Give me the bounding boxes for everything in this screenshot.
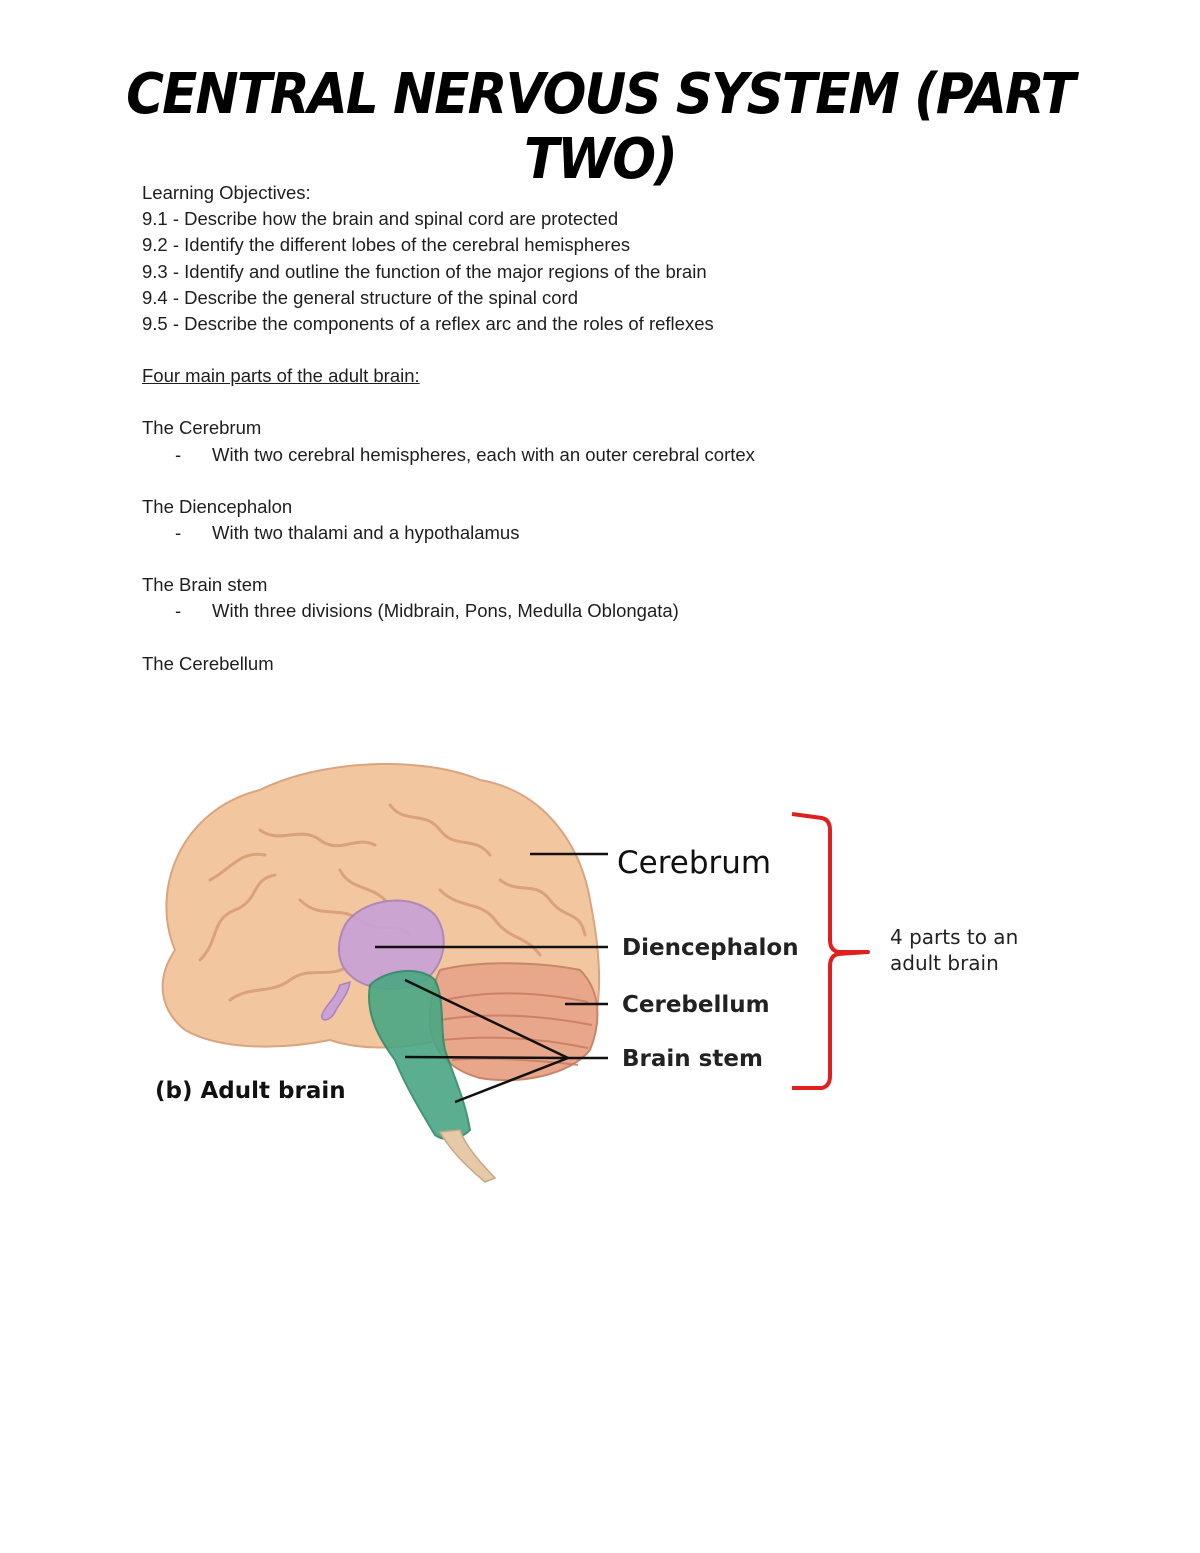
part-detail-text: With three divisions (Midbrain, Pons, Me… [212,600,679,622]
label-cerebellum: Cerebellum [622,992,770,1018]
label-cerebrum: Cerebrum [617,845,771,881]
brain-parts-heading: Four main parts of the adult brain: [142,365,420,387]
figure-caption: (b) Adult brain [155,1078,346,1104]
part-name-cerebellum: The Cerebellum [142,652,274,674]
part-detail-cerebrum: - With two cerebral hemispheres, each wi… [142,442,1102,468]
bracket-note-line-2: adult brain [890,951,999,975]
label-brain-stem: Brain stem [622,1046,763,1072]
page-title: Central Nervous System (Part Two) [126,62,1076,192]
objective-item: 9.1 - Describe how the brain and spinal … [142,208,619,230]
part-name-cerebrum: The Cerebrum [142,417,262,439]
bullet-dash: - [175,600,182,622]
part-name-diencephalon: The Diencephalon [142,495,293,517]
document-body: Learning Objectives: 9.1 - Describe how … [142,180,1102,677]
objective-item: 9.2 - Identify the different lobes of th… [142,234,631,256]
objective-item: 9.3 - Identify and outline the function … [142,260,707,282]
brain-figure: Cerebrum Diencephalon Cerebellum Brain s… [140,750,1040,1190]
label-diencephalon: Diencephalon [622,935,799,961]
part-detail-diencephalon: - With two thalami and a hypothalamus [142,520,1102,546]
bullet-dash: - [175,522,182,544]
brain-diagram: Cerebrum Diencephalon Cerebellum Brain s… [155,762,1018,1183]
part-name-brain-stem: The Brain stem [142,574,268,596]
objective-item: 9.4 - Describe the general structure of … [142,286,579,308]
bracket-note-line-1: 4 parts to an [890,925,1018,949]
spinal-cord-region [438,1129,497,1183]
bracket-icon [791,812,870,1090]
part-detail-brain-stem: - With three divisions (Midbrain, Pons, … [142,598,1102,624]
objectives-heading: Learning Objectives: [142,182,311,203]
pituitary-region [321,980,351,1021]
leader-lines [375,852,608,1104]
part-detail-text: With two thalami and a hypothalamus [212,522,520,544]
objective-item: 9.5 - Describe the components of a refle… [142,313,714,335]
cerebellum-folia [439,992,593,1066]
bullet-dash: - [175,443,182,465]
part-detail-text: With two cerebral hemispheres, each with… [212,443,755,465]
brain-stem-region [368,969,472,1141]
